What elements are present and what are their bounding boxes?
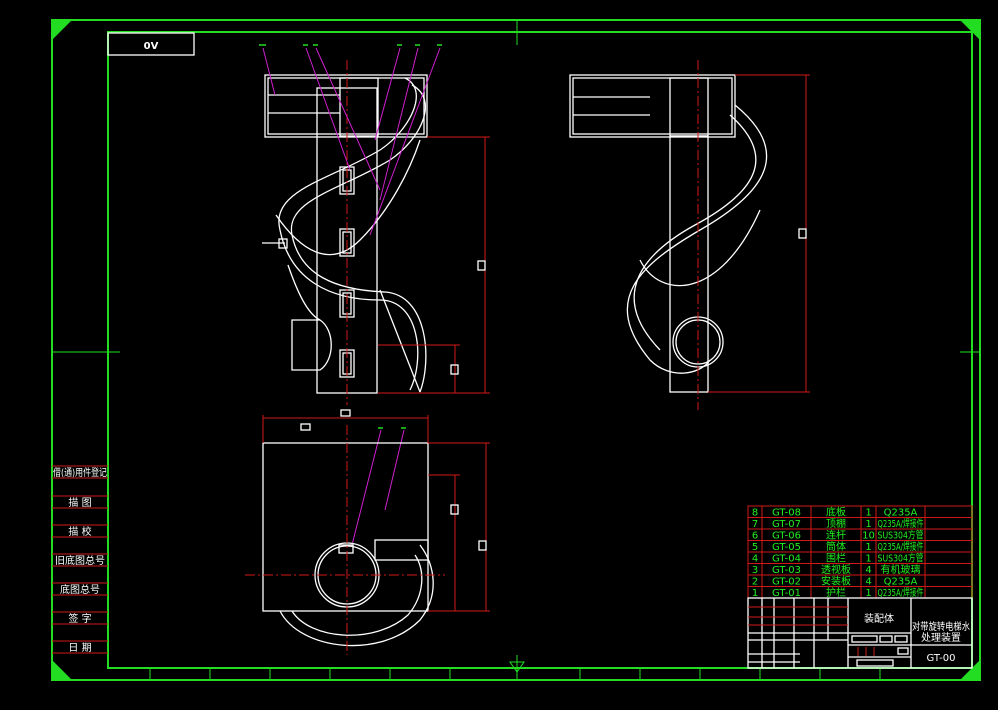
bom-cell-material: Q235A/焊接件 bbox=[878, 586, 924, 599]
side-label: 描 图 bbox=[68, 496, 91, 509]
drawing-title: 装配体 bbox=[864, 612, 894, 625]
bom-cell-material: Q235A/焊接件 bbox=[878, 540, 924, 553]
bom-cell-code: GT-08 bbox=[772, 508, 801, 519]
bottom-grid-ticks bbox=[149, 668, 881, 680]
bom-cell-qty: 1 bbox=[865, 519, 871, 530]
bom-cell-qty: 1 bbox=[865, 542, 871, 553]
bom-cell-material: SUS304方管 bbox=[878, 529, 924, 542]
bom-cell-no: 5 bbox=[752, 542, 758, 553]
side-label: 借(通)用件登记 bbox=[53, 466, 107, 479]
bom-cell-code: GT-03 bbox=[772, 565, 801, 576]
bom-cell-code: GT-06 bbox=[772, 531, 801, 542]
product-name-line1: 对带旋转电梯水 bbox=[912, 620, 970, 633]
sheet-size-label: 0V bbox=[144, 41, 159, 52]
bom-cell-code: GT-01 bbox=[772, 588, 801, 599]
product-name-line2: 处理装置 bbox=[921, 631, 961, 644]
bom-row: 7 GT-07 顶棚 1 Q235A/焊接件 bbox=[748, 517, 972, 530]
bom-row: 8 GT-08 底板 1 Q235A bbox=[752, 506, 918, 519]
bom-cell-material: Q235A bbox=[884, 508, 918, 519]
bom-cell-material: Q235A bbox=[884, 577, 918, 588]
centering-marks bbox=[52, 20, 980, 680]
bom-cell-name: 安装板 bbox=[821, 575, 851, 588]
corner-mark-br bbox=[960, 660, 980, 680]
side-view bbox=[569, 60, 810, 410]
side-label-table: 借(通)用件登记 描 图 描 校 旧底图总号 底图总号 签 字 日 期 bbox=[52, 465, 108, 654]
corner-mark-tr bbox=[960, 20, 980, 40]
bom-cell-no: 2 bbox=[752, 577, 758, 588]
bom-row: 3 GT-03 透视板 4 有机玻璃 bbox=[748, 563, 972, 576]
bom-cell-no: 8 bbox=[752, 508, 758, 519]
side-label: 描 校 bbox=[68, 525, 91, 538]
bom-cell-name: 筒体 bbox=[826, 540, 846, 553]
bom-cell-name: 顶棚 bbox=[826, 517, 846, 530]
sheet-size-box bbox=[107, 32, 195, 56]
bom-cell-material: Q235A/焊接件 bbox=[878, 517, 924, 530]
bom-cell-qty: 4 bbox=[865, 565, 871, 576]
side-label: 底图总号 bbox=[60, 583, 100, 596]
corner-mark-tl bbox=[52, 20, 72, 40]
bom-row: 1 GT-01 护栏 1 Q235A/焊接件 bbox=[748, 586, 972, 599]
outer-border bbox=[51, 19, 981, 681]
front-view bbox=[262, 60, 490, 417]
bom-cell-material: SUS304方管 bbox=[878, 552, 924, 565]
bom-cell-name: 护栏 bbox=[826, 586, 846, 599]
side-label: 旧底图总号 bbox=[55, 554, 105, 567]
title-block: 装配体 对带旋转电梯水 处理装置 GT-00 bbox=[747, 597, 973, 669]
bom-cell-name: 围栏 bbox=[826, 552, 846, 565]
bom-cell-no: 4 bbox=[752, 554, 758, 565]
drawing-number: GT-00 bbox=[927, 653, 956, 664]
bom-cell-qty: 4 bbox=[865, 577, 871, 588]
bom-cell-name: 透视板 bbox=[821, 563, 851, 576]
top-view bbox=[245, 415, 490, 655]
bom-cell-material: 有机玻璃 bbox=[881, 563, 921, 576]
bom-row: 5 GT-05 筒体 1 Q235A/焊接件 bbox=[748, 540, 972, 553]
bom-cell-qty: 1 bbox=[865, 508, 871, 519]
bom-cell-qty: 1 bbox=[865, 554, 871, 565]
bom-row: 4 GT-04 围栏 1 SUS304方管 bbox=[748, 551, 972, 565]
bom-cell-no: 7 bbox=[752, 519, 758, 530]
bom-cell-no: 1 bbox=[752, 588, 758, 599]
side-label: 签 字 bbox=[68, 612, 91, 625]
bom-row: 2 GT-02 安装板 4 Q235A bbox=[748, 574, 972, 588]
bom-cell-qty: 10 bbox=[862, 531, 875, 542]
bom-cell-code: GT-02 bbox=[772, 577, 801, 588]
bom-cell-code: GT-07 bbox=[772, 519, 801, 530]
bom-cell-name: 连杆 bbox=[826, 529, 846, 542]
bom-cell-name: 底板 bbox=[826, 506, 846, 519]
bom-cell-code: GT-04 bbox=[772, 554, 801, 565]
corner-mark-bl bbox=[52, 660, 72, 680]
bom-cell-no: 3 bbox=[752, 565, 758, 576]
bom-cell-qty: 1 bbox=[865, 588, 871, 599]
bom-cell-no: 6 bbox=[752, 531, 758, 542]
bom-cell-code: GT-05 bbox=[772, 542, 801, 553]
leader-lines bbox=[259, 44, 442, 546]
side-label: 日 期 bbox=[68, 642, 91, 654]
inner-border bbox=[107, 31, 973, 669]
